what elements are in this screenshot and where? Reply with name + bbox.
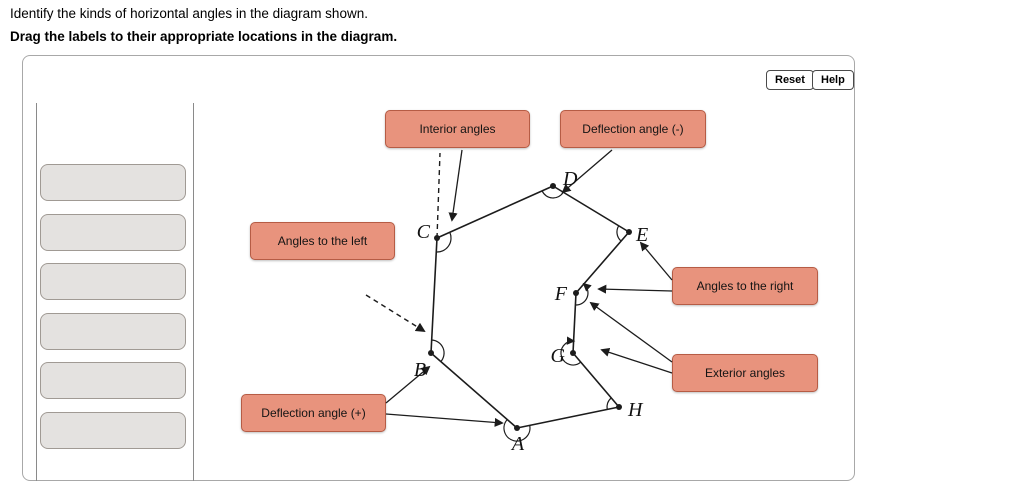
help-button[interactable]: Help — [812, 70, 854, 90]
drag-label-exterior-angles[interactable]: Exterior angles — [672, 354, 818, 392]
label-bin-separator — [193, 103, 194, 481]
label-slot[interactable] — [40, 412, 186, 449]
label-slot[interactable] — [40, 164, 186, 201]
drag-label-angles-to-left[interactable]: Angles to the left — [250, 222, 395, 260]
drag-label-deflection-negative[interactable]: Deflection angle (-) — [560, 110, 706, 148]
label-slot[interactable] — [40, 214, 186, 251]
drag-label-angles-to-right[interactable]: Angles to the right — [672, 267, 818, 305]
instruction-line-2: Drag the labels to their appropriate loc… — [10, 29, 398, 44]
drag-label-deflection-positive[interactable]: Deflection angle (+) — [241, 394, 386, 432]
reset-button[interactable]: Reset — [766, 70, 814, 90]
label-slot[interactable] — [40, 362, 186, 399]
instruction-line-1: Identify the kinds of horizontal angles … — [10, 6, 368, 21]
drag-label-interior-angles[interactable]: Interior angles — [385, 110, 530, 148]
label-bin-left-border — [36, 103, 37, 481]
label-slot[interactable] — [40, 313, 186, 350]
label-slot[interactable] — [40, 263, 186, 300]
